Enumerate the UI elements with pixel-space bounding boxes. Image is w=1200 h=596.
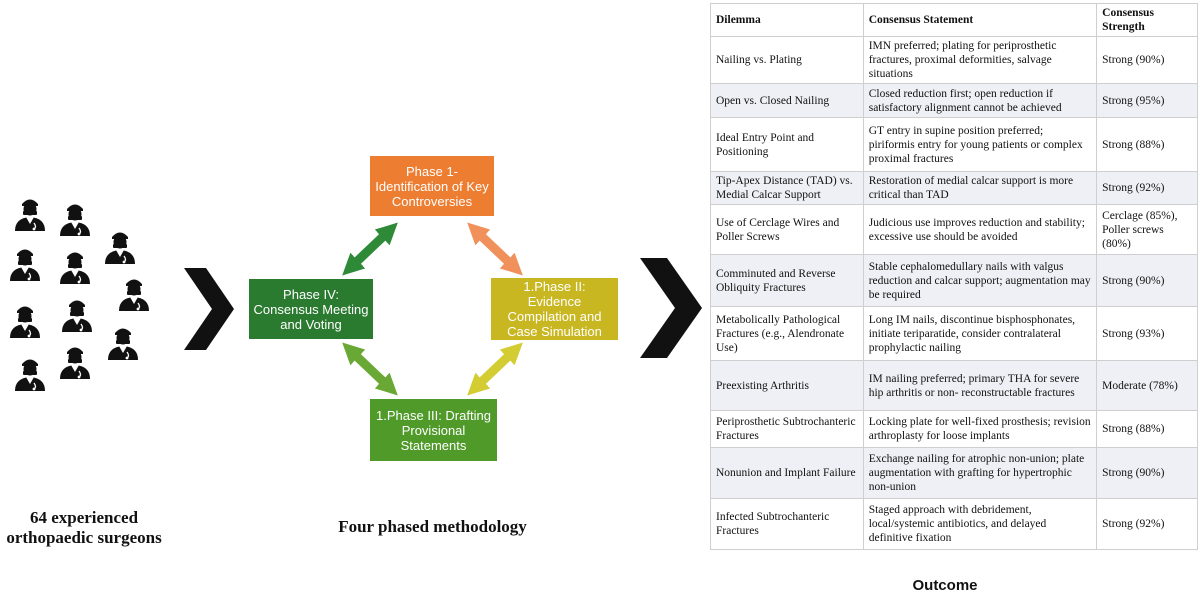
strength-cell: Strong (90%)	[1096, 447, 1198, 499]
dilemma-cell: Open vs. Closed Nailing	[710, 83, 864, 118]
arrow-phase4-phase3	[342, 342, 398, 396]
statement-cell: Stable cephalomedullary nails with valgu…	[862, 254, 1098, 307]
statement-cell: IM nailing preferred; primary THA for se…	[862, 360, 1098, 411]
surgeon-icon	[15, 359, 45, 391]
table-header-row: Dilemma Consensus Statement Consensus St…	[710, 3, 1198, 37]
arrow-phase2-phase3	[467, 342, 523, 396]
statement-cell: Long IM nails, discontinue bisphosphonat…	[862, 306, 1098, 361]
surgeon-icon	[60, 347, 90, 379]
strength-cell: Strong (90%)	[1096, 254, 1198, 307]
strength-cell: Strong (92%)	[1096, 171, 1198, 205]
dilemma-cell: Tip-Apex Distance (TAD) vs. Medial Calca…	[710, 171, 864, 205]
statement-cell: Staged approach with debridement, local/…	[862, 498, 1098, 550]
surgeon-icon	[15, 199, 45, 231]
dilemma-cell: Ideal Entry Point and Positioning	[710, 117, 864, 172]
strength-cell: Strong (92%)	[1096, 498, 1198, 550]
surgeon-icon	[108, 328, 138, 360]
table-row: Tip-Apex Distance (TAD) vs. Medial Calca…	[710, 171, 1198, 205]
chevron-right-icon	[640, 258, 702, 358]
surgeons-caption-line1: 64 experienced	[29, 508, 139, 527]
surgeons-caption: 64 experienced orthopaedic surgeons	[0, 508, 168, 548]
phase-4-box: Phase IV: Consensus Meeting and Voting	[249, 279, 373, 339]
table-row: Metabolically Pathological Fractures (e.…	[710, 306, 1198, 361]
statement-cell: Restoration of medial calcar support is …	[862, 171, 1098, 205]
surgeon-icon	[60, 252, 90, 284]
dilemma-cell: Periprosthetic Subtrochanteric Fractures	[710, 410, 864, 448]
dilemma-cell: Nonunion and Implant Failure	[710, 447, 864, 499]
strength-cell: Strong (90%)	[1096, 36, 1198, 84]
dilemma-cell: Preexisting Arthritis	[710, 360, 864, 411]
strength-cell: Moderate (78%)	[1096, 360, 1198, 411]
dilemma-cell: Infected Subtrochanteric Fractures	[710, 498, 864, 550]
surgeons-caption-line2: orthopaedic surgeons	[6, 528, 162, 547]
strength-cell: Strong (93%)	[1096, 306, 1198, 361]
arrow-phase1-phase2	[467, 222, 523, 276]
dilemma-cell: Use of Cerclage Wires and Poller Screws	[710, 204, 864, 255]
dilemma-cell: Nailing vs. Plating	[710, 36, 864, 84]
dilemma-cell: Comminuted and Reverse Obliquity Fractur…	[710, 254, 864, 307]
statement-cell: Judicious use improves reduction and sta…	[862, 204, 1098, 255]
statement-cell: Closed reduction first; open reduction i…	[862, 83, 1098, 118]
surgeon-icon	[60, 204, 90, 236]
dilemma-cell: Metabolically Pathological Fractures (e.…	[710, 306, 864, 361]
table-row: Periprosthetic Subtrochanteric Fractures…	[710, 410, 1198, 448]
statement-cell: Locking plate for well-fixed prosthesis;…	[862, 410, 1098, 448]
methodology-caption: Four phased methodology	[338, 517, 527, 536]
statement-cell: GT entry in supine position preferred; p…	[862, 117, 1098, 172]
header-consensus-statement: Consensus Statement	[862, 3, 1098, 37]
statement-cell: Exchange nailing for atrophic non-union;…	[862, 447, 1098, 499]
phase-3-box: 1.Phase III: Drafting Provisional Statem…	[370, 399, 497, 461]
surgeon-icon	[105, 232, 135, 264]
strength-cell: Strong (88%)	[1096, 117, 1198, 172]
phase-1-box: Phase 1- Identification of Key Controver…	[370, 156, 494, 216]
header-dilemma: Dilemma	[710, 3, 864, 37]
chevron-right-icon	[184, 268, 234, 350]
surgeon-icon	[62, 300, 92, 332]
phase-cycle-arrows	[342, 222, 523, 396]
phase-2-box: 1.Phase II: Evidence Compilation and Cas…	[491, 278, 618, 340]
strength-cell: Strong (88%)	[1096, 410, 1198, 448]
outcome-table: Dilemma Consensus Statement Consensus St…	[710, 3, 1198, 550]
table-row: Comminuted and Reverse Obliquity Fractur…	[710, 254, 1198, 307]
surgeon-icon	[10, 306, 40, 338]
surgeon-icon	[119, 279, 149, 311]
header-consensus-strength: Consensus Strength	[1096, 3, 1198, 37]
outcome-title: Outcome	[912, 577, 978, 594]
statement-cell: IMN preferred; plating for periprostheti…	[862, 36, 1098, 84]
strength-cell: Cerclage (85%), Poller screws (80%)	[1096, 204, 1198, 255]
arrow-phase1-phase4	[342, 222, 398, 276]
surgeon-icon	[10, 249, 40, 281]
strength-cell: Strong (95%)	[1096, 83, 1198, 118]
